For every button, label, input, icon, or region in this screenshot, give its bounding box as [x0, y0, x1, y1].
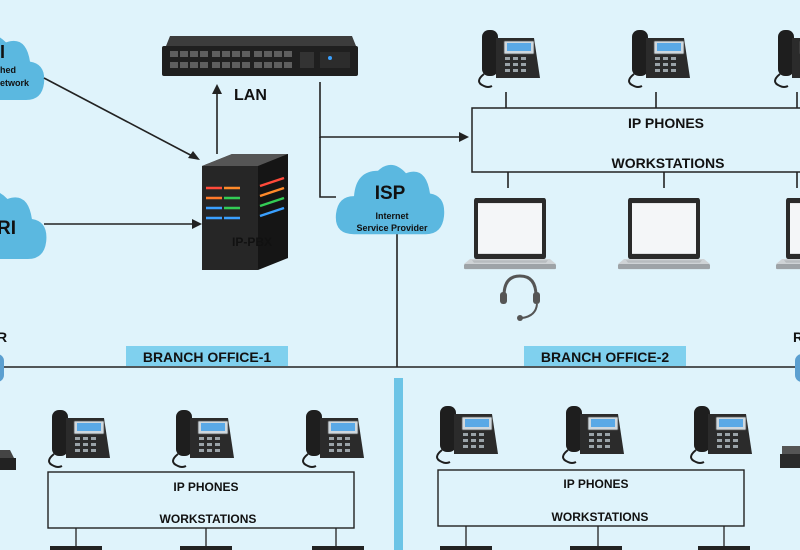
cloud-top-line1: hed: [0, 65, 16, 75]
hq-phones-label: IP PHONES: [628, 115, 704, 131]
isp-line1: Internet: [375, 211, 408, 221]
branch1-phones-label: IP PHONES: [173, 480, 238, 494]
lan-label: LAN: [234, 87, 267, 104]
ip-phone: [562, 405, 625, 464]
branch2-box: IP PHONES WORKSTATIONS: [437, 469, 745, 550]
branch1-phones: [48, 409, 365, 468]
branch1-laptops: [50, 546, 364, 550]
network-switch: LAN: [162, 36, 358, 104]
laptop: [618, 198, 710, 270]
edge-right-label: R: [793, 329, 800, 345]
cloud-top-left: I hed etwork: [0, 34, 45, 100]
ip-phone: [48, 409, 111, 468]
branch2-badge: BRANCH OFFICE-2: [524, 346, 686, 366]
cloud-mid-title: RI: [0, 218, 16, 239]
cloud-mid-left: RI: [0, 190, 47, 259]
branch2-laptops: [440, 546, 750, 550]
connection-lines: [0, 77, 800, 368]
branch2-switch: [780, 446, 800, 468]
ip-phone: [628, 29, 691, 88]
ip-phone: [302, 409, 365, 468]
branch1-title: BRANCH OFFICE-1: [143, 349, 272, 365]
branch-divider: [394, 378, 403, 550]
ip-pbx-server: IP-PBX: [202, 154, 288, 270]
isp-cloud: ISP Internet Service Provider: [335, 164, 445, 235]
laptop: [776, 198, 800, 270]
branch1-switch: [0, 450, 16, 470]
cloud-top-line2: etwork: [0, 78, 30, 88]
branch1-badge: BRANCH OFFICE-1: [126, 346, 288, 366]
ip-phone: [690, 405, 753, 464]
branch1-workstations-label: WORKSTATIONS: [160, 512, 257, 526]
ip-phone: [436, 405, 499, 464]
hq-workstations-label: WORKSTATIONS: [611, 155, 724, 171]
branch1-box: IP PHONES WORKSTATIONS: [47, 471, 355, 550]
hq-laptops: [464, 198, 800, 270]
edge-router-left: R: [0, 329, 7, 382]
ip-phone: [478, 29, 541, 88]
edge-left-label: R: [0, 329, 7, 345]
pbx-label: IP-PBX: [232, 235, 272, 249]
branch2-workstations-label: WORKSTATIONS: [552, 510, 649, 524]
laptop: [464, 198, 556, 270]
branch2-title: BRANCH OFFICE-2: [541, 349, 670, 365]
hq-box: IP PHONES WORKSTATIONS: [471, 92, 800, 188]
headset-icon: [500, 274, 540, 321]
isp-title: ISP: [375, 183, 406, 204]
branch2-phones-label: IP PHONES: [563, 477, 628, 491]
hq-phones: [478, 29, 800, 88]
edge-router-right: R: [793, 329, 800, 382]
ip-phone: [774, 29, 800, 88]
isp-line2: Service Provider: [356, 223, 428, 233]
cloud-top-title: I: [0, 42, 5, 62]
ip-phone: [172, 409, 235, 468]
branch2-phones: [436, 405, 753, 464]
